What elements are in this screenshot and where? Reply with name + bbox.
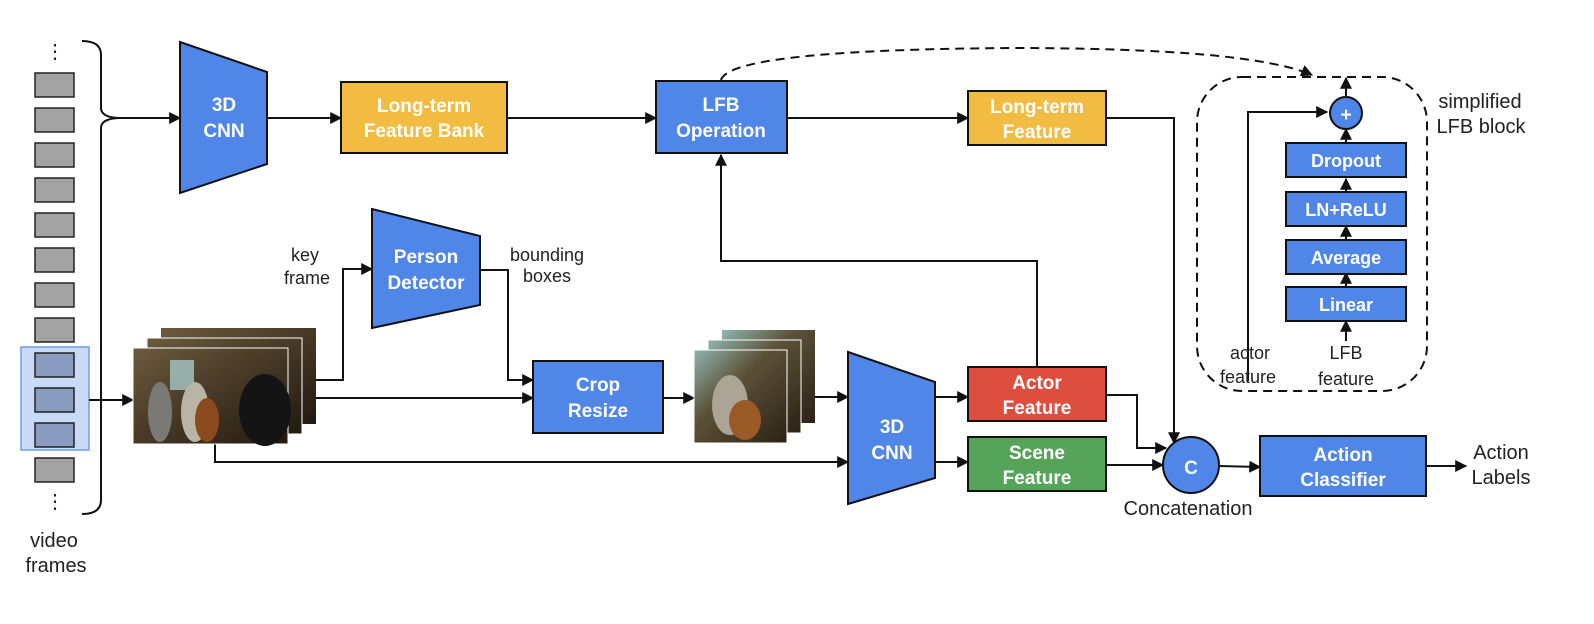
action-classifier-label-2: Classifier <box>1300 470 1386 491</box>
actor-feature-input-1: actor <box>1230 343 1270 363</box>
video-frame <box>34 72 75 98</box>
person-detector-label-1: Person <box>394 247 458 268</box>
sum-node <box>1329 96 1363 130</box>
lt-feature-label-2: Feature <box>1003 122 1072 143</box>
crop-resize-node: Crop Resize <box>532 360 664 434</box>
cnn-top-label-1: 3D <box>212 95 236 116</box>
video-frame <box>34 247 75 273</box>
actor-feature-label-1: Actor <box>1012 373 1062 394</box>
lfb-feature-input-1: LFB <box>1329 343 1362 363</box>
lfb-layer-linear: Linear <box>1285 286 1407 322</box>
key-frame-label-2: frame <box>284 268 330 288</box>
video-frame-selected <box>34 422 75 448</box>
action-labels-label-1: Action <box>1473 442 1529 464</box>
crop-label-2: Resize <box>568 401 628 422</box>
actor-feature-input-2: feature <box>1220 367 1276 387</box>
cnn-bottom-label-2: CNN <box>871 443 912 464</box>
lfb-block-title-2: LFB block <box>1437 116 1527 138</box>
frames-ellipsis-top: ⋮ <box>45 41 65 63</box>
plus-symbol: + <box>1340 105 1351 126</box>
video-frame <box>34 177 75 203</box>
scene-feature-label-1: Scene <box>1009 443 1065 464</box>
key-frame-label-1: key <box>291 245 319 265</box>
lfb-label-2: Feature Bank <box>364 121 485 142</box>
bounding-boxes-label-1: bounding <box>510 245 584 265</box>
lfb-layer-label: Linear <box>1319 295 1373 315</box>
long-term-feature-node: Long-term Feature <box>967 90 1107 146</box>
lfb-layer-label: LN+ReLU <box>1305 200 1387 220</box>
bounding-boxes-label-2: boxes <box>523 266 571 286</box>
lt-feature-label-1: Long-term <box>990 97 1084 118</box>
concatenation-label: Concatenation <box>1124 498 1253 520</box>
lfb-layer-label: Average <box>1311 248 1381 268</box>
lfb-block-title-1: simplified <box>1438 91 1521 113</box>
key-frame-image-stack <box>132 328 316 446</box>
lfb-layer-label: Dropout <box>1311 151 1381 171</box>
video-frame <box>34 317 75 343</box>
scene-feature-label-2: Feature <box>1003 468 1072 489</box>
frames-ellipsis-bottom: ⋮ <box>45 491 65 513</box>
video-frame <box>34 282 75 308</box>
cnn-bottom-node: 3D CNN <box>847 350 936 506</box>
lfb-layer-average: Average <box>1285 239 1407 275</box>
action-classifier-label-1: Action <box>1313 445 1372 466</box>
lfb-layer-dropout: Dropout <box>1285 142 1407 178</box>
actor-feature-label-2: Feature <box>1003 398 1072 419</box>
cnn-top-label-2: CNN <box>203 121 244 142</box>
video-frames-label-line2: frames <box>25 555 86 577</box>
lfb-feature-input-2: feature <box>1318 369 1374 389</box>
video-frame <box>34 107 75 133</box>
lfb-op-label-2: Operation <box>676 121 766 142</box>
person-detector-label-2: Detector <box>387 273 465 294</box>
video-frames-column: ⋮ ⋮ video frames <box>20 41 90 577</box>
concatenation-node: C Concatenation <box>1124 436 1253 520</box>
scene-feature-node: Scene Feature <box>967 436 1107 492</box>
lfb-label-1: Long-term <box>377 96 471 117</box>
crop-label-1: Crop <box>576 375 620 396</box>
lfb-op-label-1: LFB <box>703 95 740 116</box>
action-classifier-node: Action Classifier <box>1259 435 1427 497</box>
cnn-bottom-label-1: 3D <box>880 417 904 438</box>
concat-symbol: C <box>1184 458 1198 479</box>
actor-feature-node: Actor Feature <box>967 366 1107 422</box>
cropped-image-stack <box>693 330 815 444</box>
video-frame <box>34 457 75 483</box>
action-labels-label-2: Labels <box>1472 467 1531 489</box>
long-term-feature-bank-node: Long-term Feature Bank <box>340 81 508 154</box>
lfb-operation-node: LFB Operation <box>655 80 788 154</box>
cnn-top-node: 3D CNN <box>179 40 268 195</box>
video-frames-label-line1: video <box>30 530 78 552</box>
video-frame-selected <box>34 387 75 413</box>
lfb-layer-ln-relu: LN+ReLU <box>1285 191 1407 227</box>
video-frame-selected <box>34 352 75 378</box>
edges <box>89 46 1468 473</box>
person-detector-node: Person Detector <box>371 207 481 330</box>
video-frame <box>34 142 75 168</box>
video-frame <box>34 212 75 238</box>
